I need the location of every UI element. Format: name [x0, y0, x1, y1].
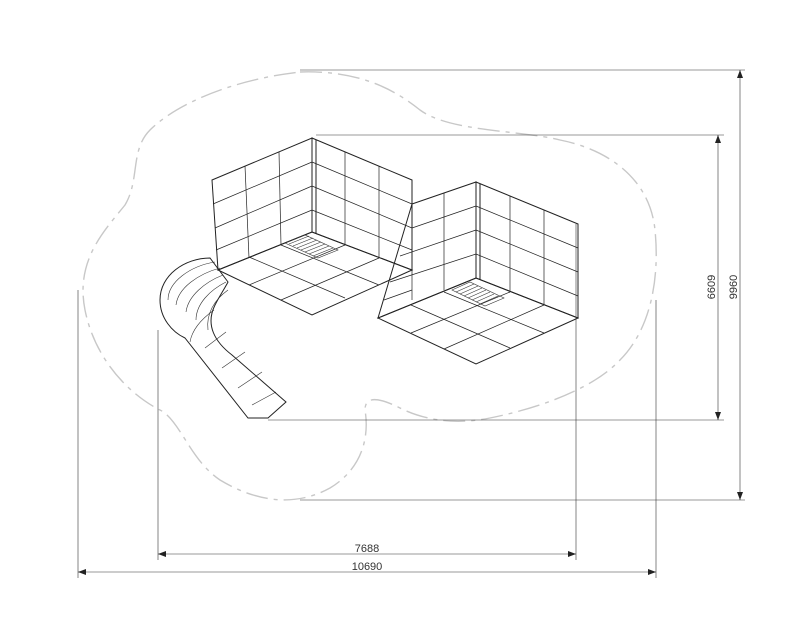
- dim-width-total: 10690: [352, 561, 383, 573]
- safety-zone-outline: [82, 71, 657, 501]
- dim-height-small: 6609: [706, 275, 718, 299]
- dim-height-total: 9960: [728, 275, 740, 299]
- tube-slide: [159, 257, 287, 419]
- floor-grating-left: [284, 234, 339, 259]
- dimension-lines: [77, 69, 745, 578]
- floor-grating-right: [451, 281, 505, 307]
- climbing-cube-left: [211, 137, 414, 316]
- climbing-cube-right: [376, 181, 580, 365]
- dim-width-small: 7688: [355, 543, 379, 555]
